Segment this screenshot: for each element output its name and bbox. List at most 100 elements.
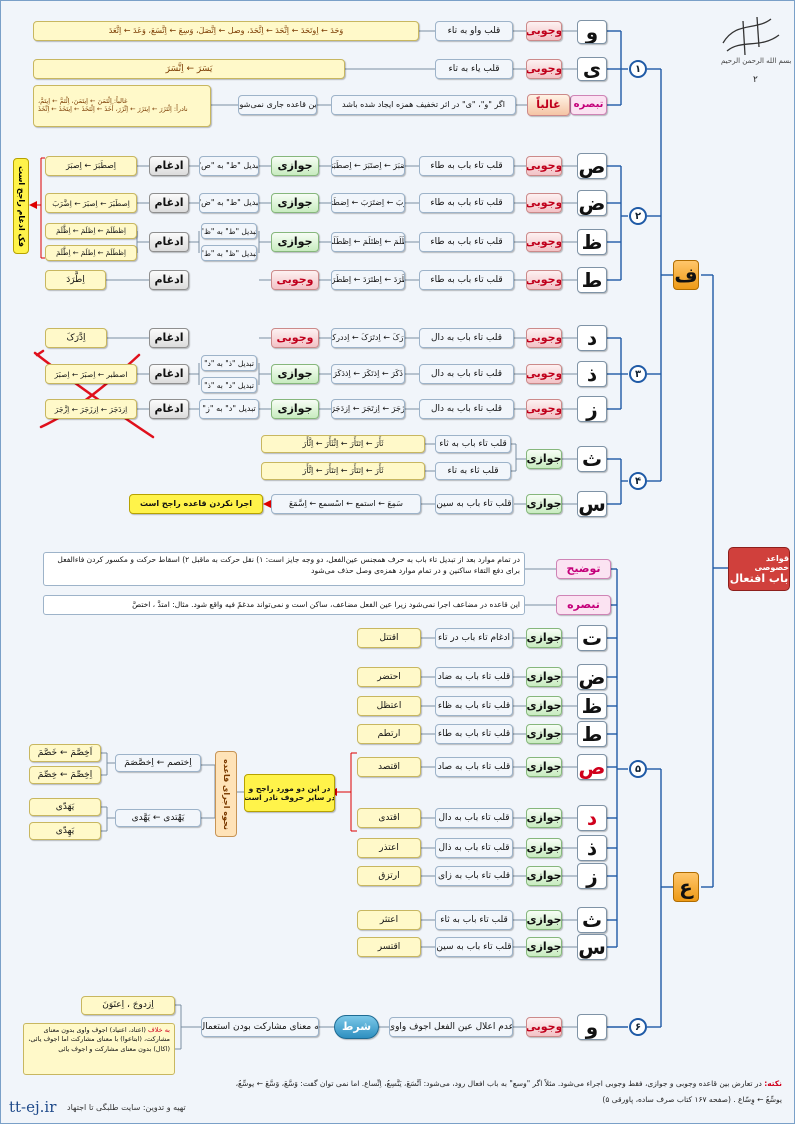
result-dal: اِدَّرَکَ xyxy=(45,328,107,348)
type-jawazi: جوازی xyxy=(271,193,319,213)
calligraphy: بسم الله الرحمن الرحیم xyxy=(721,57,792,65)
letter-sin: س xyxy=(577,491,607,517)
tawdih-label: توضیح xyxy=(556,559,611,579)
type-wujubi: وجوبی xyxy=(526,21,562,41)
example-zay: زَجَرَ ← اِزتَجَرَ ← اِزدَجَرَ xyxy=(331,399,405,419)
type-wujubi-2: وجوبی xyxy=(271,270,319,290)
example-tha-1: ثَأَرَ ← اِثتَأَرَ ← اِثْثَأَرَ ← اِثَّأ… xyxy=(261,435,425,453)
tabsara-label: تبصره xyxy=(570,95,607,115)
tabsara-2-text: این قاعده در مضاعف اجرا نمی‌شود زیرا عین… xyxy=(43,595,525,615)
rule-1: قلب تاء باب به ضاد xyxy=(435,667,513,687)
idgham-box: ادغام xyxy=(149,193,189,213)
rule-3: قلب تاء باب به طاء xyxy=(435,724,513,744)
idgham-box: ادغام xyxy=(149,399,189,419)
letter-dad: ض xyxy=(577,190,607,216)
corner-mark: ۲ xyxy=(753,75,758,85)
type-wujubi: وجوبی xyxy=(526,364,562,384)
result-za-1: اِظطَلَمَ ← اِظلَمَ ← اِظَّلَمَ xyxy=(45,223,137,239)
circle-4: ۴ xyxy=(629,472,647,490)
example-sad: صَبَرَ ← اِصتَبَرَ ← اِصطَبَرَ xyxy=(331,156,405,176)
circle-6: ۶ xyxy=(629,1018,647,1036)
tabsara-examples: غالباً: اِئْتَمَنَ ← اِیتَمَنَ، اِئْتَمَ… xyxy=(33,85,211,127)
rule-ta-to-taa: قلب تاء باب به طاء xyxy=(419,232,514,252)
rule-4: قلب تاء باب به صاد xyxy=(435,757,513,777)
letter-sad: ص xyxy=(577,153,607,179)
type-jawazi: جوازی xyxy=(271,232,319,252)
conversion-sad: تبدیل "ط" به "ص" xyxy=(199,156,259,176)
type-jawazi: جوازی xyxy=(526,449,562,469)
example-7: ارتزق xyxy=(357,866,421,886)
type-jawazi: جوازی xyxy=(526,838,562,858)
tabsara-example-2: نادراً: اِئْتَزَرَ ← اِیتَزَرَ ← اِتَّزَ… xyxy=(38,105,188,113)
example-6: اعتذر xyxy=(357,838,421,858)
fakk-idgham-note: فک ادغام راجح است xyxy=(13,158,29,254)
conversion-dhal-1: تبدیل "ذ" به "د" xyxy=(201,355,257,371)
type-wujubi: وجوبی xyxy=(526,59,562,79)
letter-0: ت xyxy=(577,625,607,651)
idgham-box: ادغام xyxy=(149,232,189,252)
letter-waw: و xyxy=(577,20,607,44)
fakk-idgham-note-text: فک ادغام راجح است xyxy=(16,165,26,247)
rule-8: قلب تاء باب به ثاء xyxy=(435,910,513,930)
rule-no-ilal: عدم اعلال عین الفعل اجوف واوی xyxy=(389,1017,513,1037)
idgham-box: ادغام xyxy=(149,156,189,176)
rule-tha-1: قلب تاء باب به ثاء xyxy=(435,435,511,453)
rule-ya-to-ta: قلب یاء به تاء xyxy=(435,59,513,79)
type-jawazi: جوازی xyxy=(526,628,562,648)
conversion-za-2: تبدیل "ظ" به "ط" xyxy=(201,245,257,261)
raj-note-line-1: در این دو مورد راجح و xyxy=(248,784,331,793)
type-wujubi: وجوبی xyxy=(526,399,562,419)
result-ta: اِطَّرَدَ xyxy=(45,270,106,290)
example-ya: یَسَرَ ← اِتَّسَرَ xyxy=(33,59,345,79)
tabsara-condition: اگر "و"، "ی" در اثر تخفیف همزه ایجاد شده… xyxy=(331,95,516,115)
letter-waw-6: و xyxy=(577,1014,607,1040)
letter-1: ض xyxy=(577,664,607,690)
tabsara-2-label: تبصره xyxy=(556,595,611,615)
main-title-top: قواعد خصوصی xyxy=(754,553,790,572)
site-link[interactable]: tt-ej.ir xyxy=(9,1098,57,1116)
letter-9: س xyxy=(577,934,607,960)
type-jawazi: جوازی xyxy=(271,399,319,419)
letter-dhal: ذ xyxy=(577,361,607,387)
letter-tha: ث xyxy=(577,446,607,472)
method-label: نحوه اجرای قاعده xyxy=(215,751,237,837)
footer-note-line-1: نکته: در تعارض بین قاعده وجوبی و جوازی، … xyxy=(236,1079,782,1088)
method-example-1: اِختصم ← اِخصَّصَمَ xyxy=(115,754,201,772)
waw-exception-note: به خلاف (اعتاد، اعتیاد) اجوف واوی بدون م… xyxy=(23,1023,175,1075)
condition-badge: شرط xyxy=(334,1015,379,1039)
example-1: احتضر xyxy=(357,667,421,687)
type-wujubi: وجوبی xyxy=(526,328,562,348)
type-jawazi: جوازی xyxy=(526,910,562,930)
waw-exception-label: به خلاف xyxy=(148,1026,170,1034)
ain-tile: ع xyxy=(673,872,699,902)
type-jawazi: جوازی xyxy=(526,808,562,828)
rule-2: قلب تاء باب به ظاء xyxy=(435,696,513,716)
tabsara-example-1: غالباً: اِئْتَمَنَ ← اِیتَمَنَ، اِئْتَمَ… xyxy=(38,97,128,106)
type-jawazi: جوازی xyxy=(526,937,562,957)
circle-1: ۱ xyxy=(629,60,647,78)
result-zay: اِزدَجَرَ ← اِززَجَرَ ← اِزَّجَرَ xyxy=(45,399,137,419)
rule-ta-to-dal: قلب تاء باب به دال xyxy=(419,399,514,419)
letter-ya: ی xyxy=(577,57,607,81)
example-tha-2: ثَأَرَ ← اِثتَأَرَ ← اِتتَأَرَ ← اِتَّأَ… xyxy=(261,462,425,480)
rule-tha-2: قلب ثاء به تاء xyxy=(435,462,511,480)
rule-ta-to-taa: قلب تاء باب به طاء xyxy=(419,193,514,213)
type-jawazi: جوازی xyxy=(526,696,562,716)
method-label-text: نحوه اجرای قاعده xyxy=(221,758,231,830)
example-8: اعتثر xyxy=(357,910,421,930)
type-wujubi-2: وجوبی xyxy=(271,328,319,348)
example-dad: ضَرَبَ ← اِضتَرَبَ ← اِضطَرَبَ xyxy=(331,193,405,213)
waw-exception-text: (اعتاد، اعتیاد) اجوف واوی بدون معنای مشا… xyxy=(28,1026,170,1053)
rule-7: قلب تاء باب به زای xyxy=(435,866,513,886)
example-dhal: ذَکَرَ ← اِذتَکَرَ ← اِذدَکَرَ xyxy=(331,364,405,384)
rule-6: قلب تاء باب به ذال xyxy=(435,838,513,858)
example-5: اقتدی xyxy=(357,808,421,828)
idgham-box: ادغام xyxy=(149,364,189,384)
fa-tile: ف xyxy=(673,260,699,290)
letter-za: ظ xyxy=(577,229,607,255)
example-9: اقتسر xyxy=(357,937,421,957)
rule-ta-to-dal: قلب تاء باب به دال xyxy=(419,364,514,384)
letter-zay: ز xyxy=(577,396,607,422)
